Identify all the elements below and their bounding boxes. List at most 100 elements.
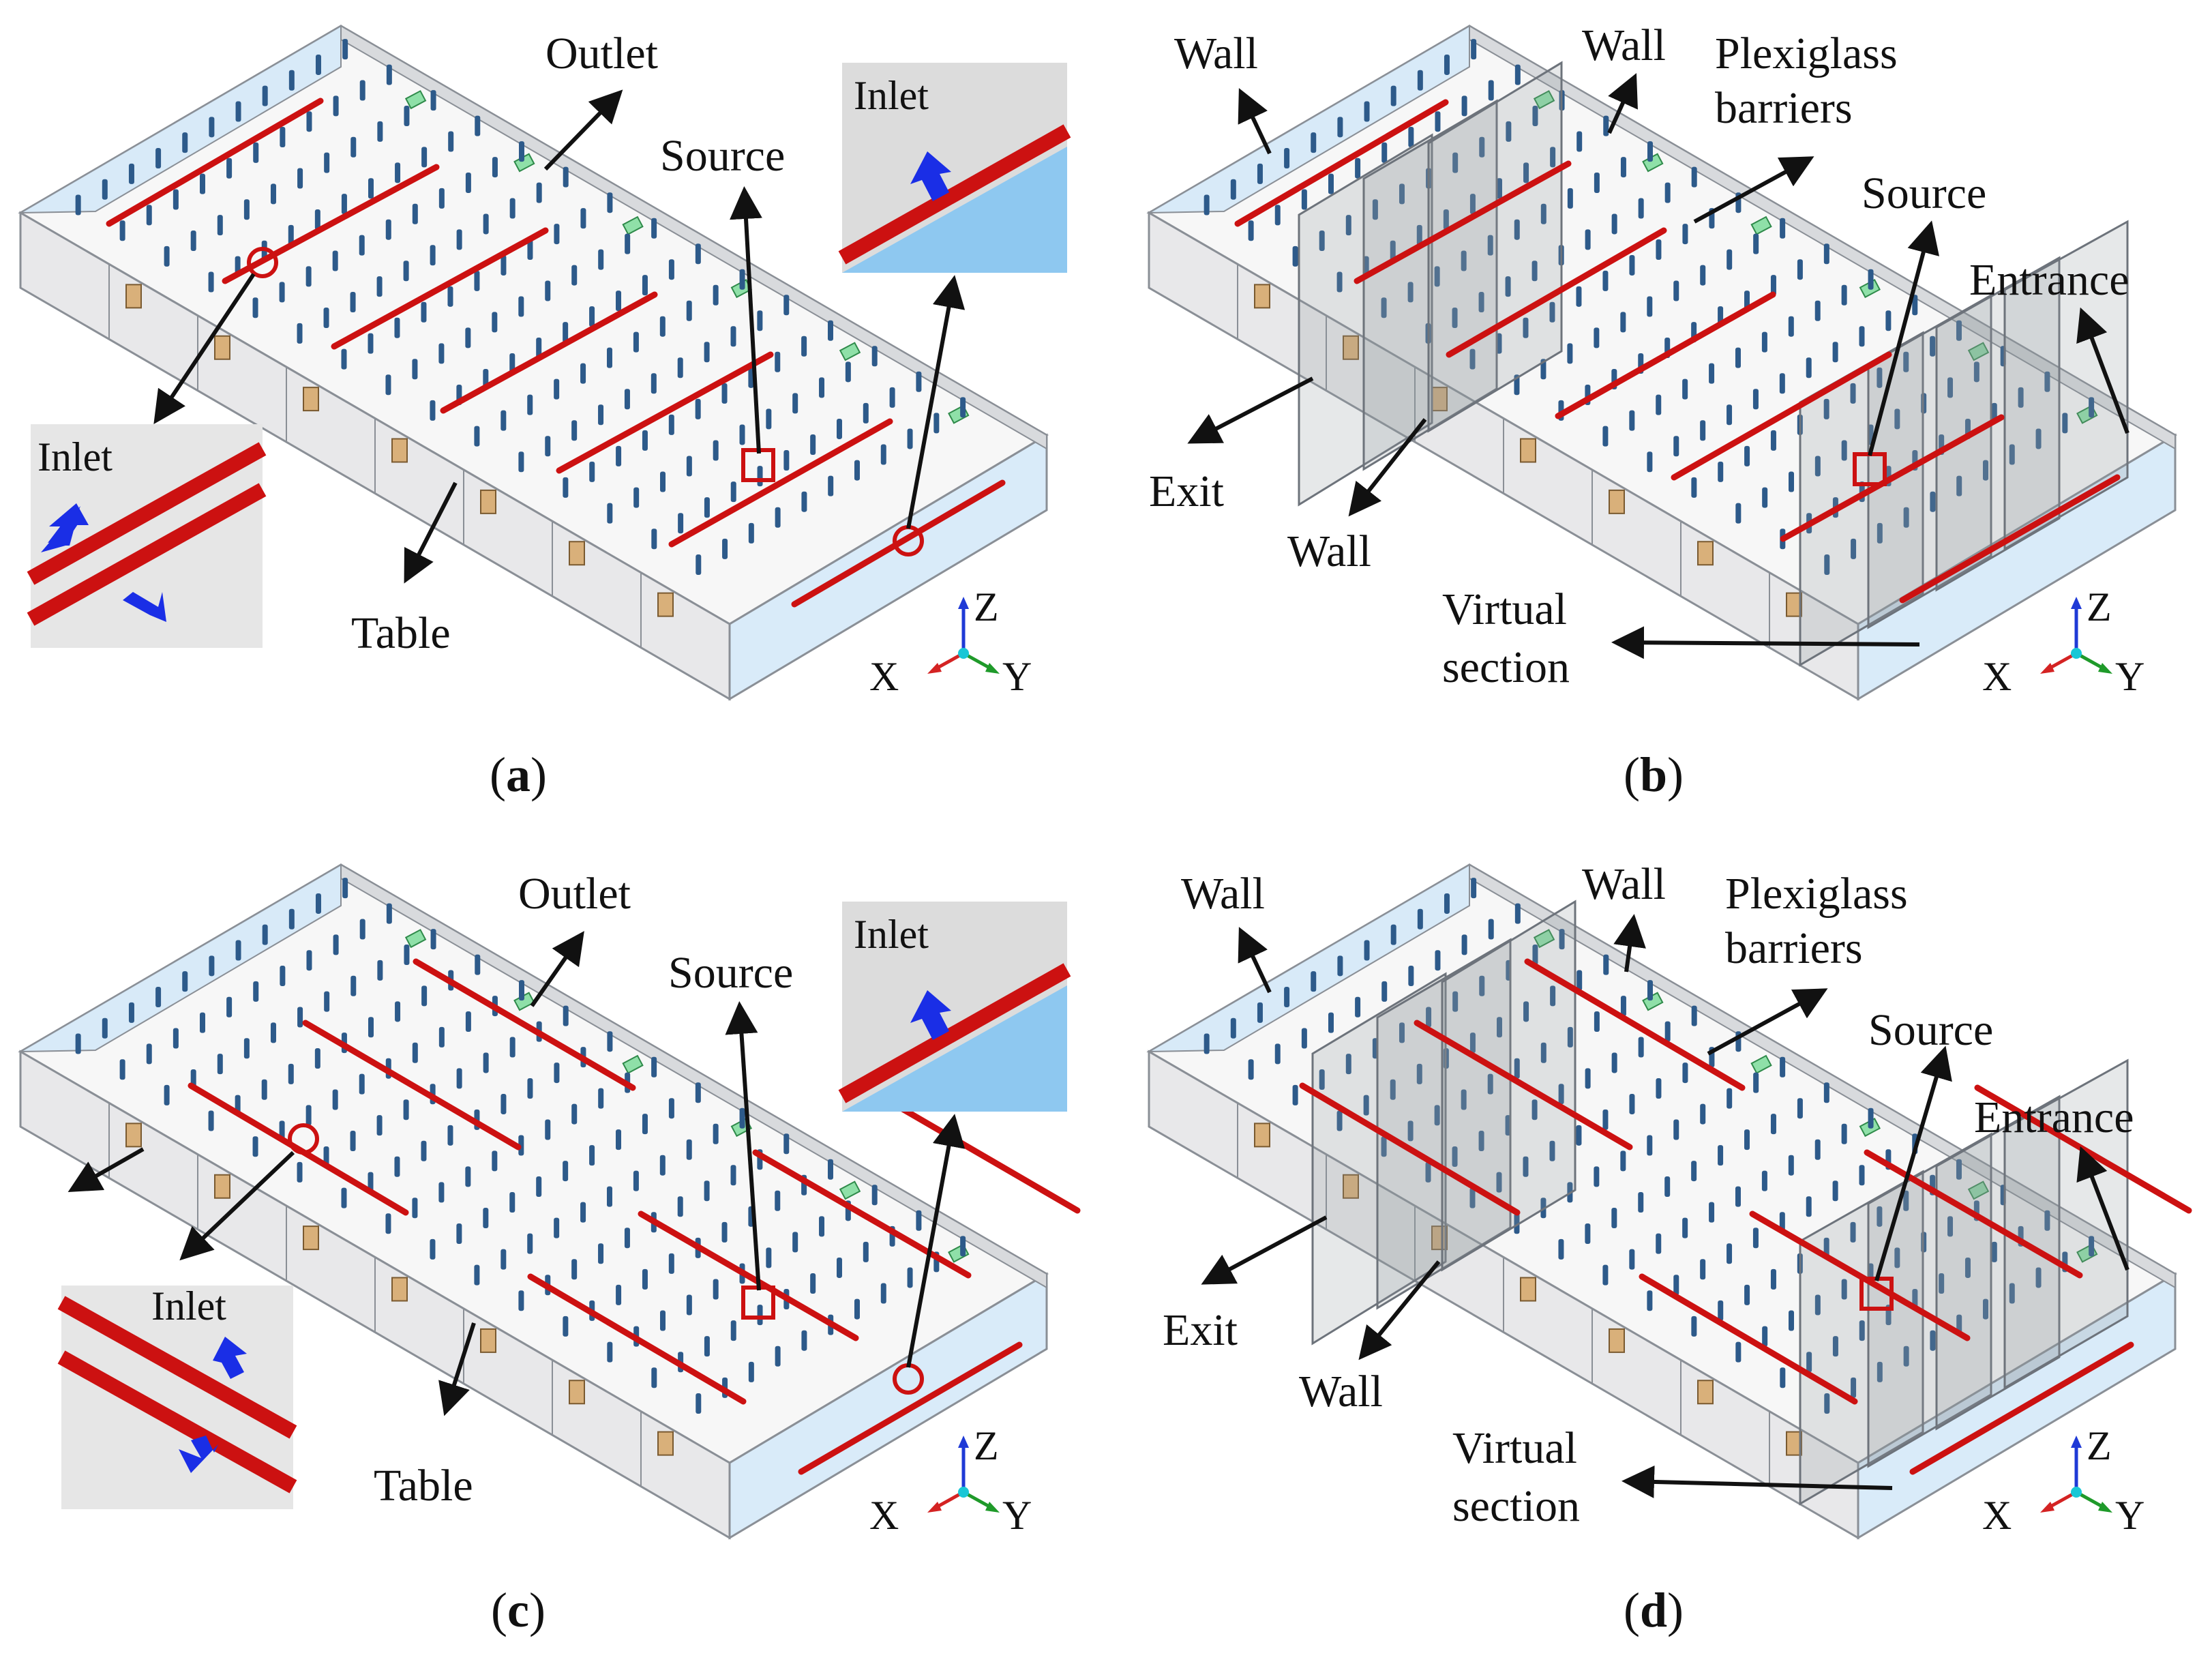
axis-x-label: X <box>869 654 899 699</box>
occupant <box>563 477 569 498</box>
occupant <box>456 1068 462 1089</box>
occupant <box>1452 152 1459 173</box>
occupant <box>1487 235 1493 256</box>
occupant <box>217 1054 223 1075</box>
occupant <box>1779 373 1785 394</box>
occupant <box>633 487 640 508</box>
occupant <box>1930 336 1936 357</box>
occupant <box>1753 233 1759 254</box>
wall-label: Wall <box>1582 859 1666 909</box>
occupant <box>1744 1129 1750 1150</box>
wall-label: Wall <box>1181 869 1265 919</box>
occupant <box>1257 1002 1263 1023</box>
occupant <box>1514 903 1521 924</box>
occupant <box>1505 276 1511 297</box>
occupant <box>518 451 524 473</box>
occupant <box>1471 39 1477 60</box>
occupant <box>1823 398 1829 419</box>
table-label: Table <box>351 608 451 658</box>
occupant <box>270 1022 276 1043</box>
occupant <box>1780 218 1786 239</box>
occupant <box>775 351 781 372</box>
inlet-label: Inlet <box>151 1283 226 1328</box>
occupant <box>359 1073 365 1095</box>
occupant <box>226 158 233 179</box>
occupant <box>889 387 895 408</box>
occupant <box>1496 1017 1502 1038</box>
occupant <box>1230 179 1236 200</box>
table <box>657 592 674 617</box>
occupant <box>1823 243 1829 265</box>
occupant <box>341 348 347 370</box>
occupant <box>536 1176 542 1198</box>
occupant <box>2089 1236 2095 1257</box>
occupant <box>1408 966 1414 987</box>
occupant <box>1700 420 1706 441</box>
occupant <box>1274 205 1281 226</box>
occupant <box>686 300 692 321</box>
occupant <box>554 1063 560 1084</box>
occupant <box>1337 117 1343 138</box>
glass-cap <box>18 25 342 214</box>
occupant <box>1469 1187 1476 1208</box>
occupant <box>1664 182 1671 203</box>
table <box>1520 1277 1536 1302</box>
occupant <box>1797 259 1803 280</box>
occupant <box>1797 1098 1803 1119</box>
axis-z-label: Z <box>974 1423 999 1468</box>
occupant <box>1416 1063 1422 1084</box>
occupant <box>243 199 250 220</box>
occupant <box>394 317 400 338</box>
table <box>480 1328 496 1353</box>
occupant <box>713 284 719 306</box>
occupant <box>1452 307 1458 328</box>
occupant <box>713 1123 719 1144</box>
occupant <box>571 1259 578 1280</box>
occupant <box>1345 215 1351 236</box>
occupant <box>1355 158 1361 179</box>
occupant <box>1727 404 1733 426</box>
occupant <box>155 148 162 169</box>
outlet <box>1967 1180 1990 1200</box>
occupant <box>217 215 223 236</box>
source-label: Source <box>1862 168 1986 218</box>
occupant <box>280 127 286 148</box>
plexiglass-label: barriers <box>1725 923 1863 973</box>
axis-y-label: Y <box>2115 654 2144 699</box>
occupant <box>563 1005 569 1026</box>
table <box>569 1380 585 1405</box>
occupant <box>1744 445 1750 466</box>
occupant <box>668 259 674 280</box>
occupant <box>1576 970 1583 991</box>
occupant <box>447 1125 453 1146</box>
occupant <box>1514 1213 1520 1234</box>
occupant <box>1425 1161 1431 1183</box>
occupant <box>1469 348 1476 370</box>
axis-z-label: Z <box>2087 584 2112 629</box>
occupant <box>1274 1043 1281 1065</box>
occupant <box>1469 194 1476 215</box>
occupant <box>651 1367 657 1388</box>
occupant <box>1478 292 1484 313</box>
panel-c: Inlet Inlet Outlet Source Table <box>18 863 1081 1637</box>
occupant <box>438 1182 445 1203</box>
occupant <box>668 1253 674 1274</box>
occupant <box>1877 1206 1883 1227</box>
occupant <box>871 1185 878 1206</box>
occupant <box>456 229 462 250</box>
occupant <box>1903 351 1909 372</box>
occupant <box>1435 950 1441 971</box>
occupant <box>616 291 622 312</box>
occupant <box>1770 1114 1776 1135</box>
virtual-section-label: Virtual <box>1452 1423 1577 1473</box>
axis-z-label: Z <box>2087 1423 2112 1468</box>
occupant <box>465 1011 471 1032</box>
occupant <box>1434 266 1440 287</box>
occupant <box>518 1135 524 1156</box>
occupant <box>1407 1120 1414 1142</box>
axis-x-label: X <box>1982 1493 2012 1538</box>
occupant <box>536 338 542 359</box>
occupant <box>1780 1056 1786 1078</box>
occupant <box>509 198 515 219</box>
occupant <box>430 929 436 950</box>
